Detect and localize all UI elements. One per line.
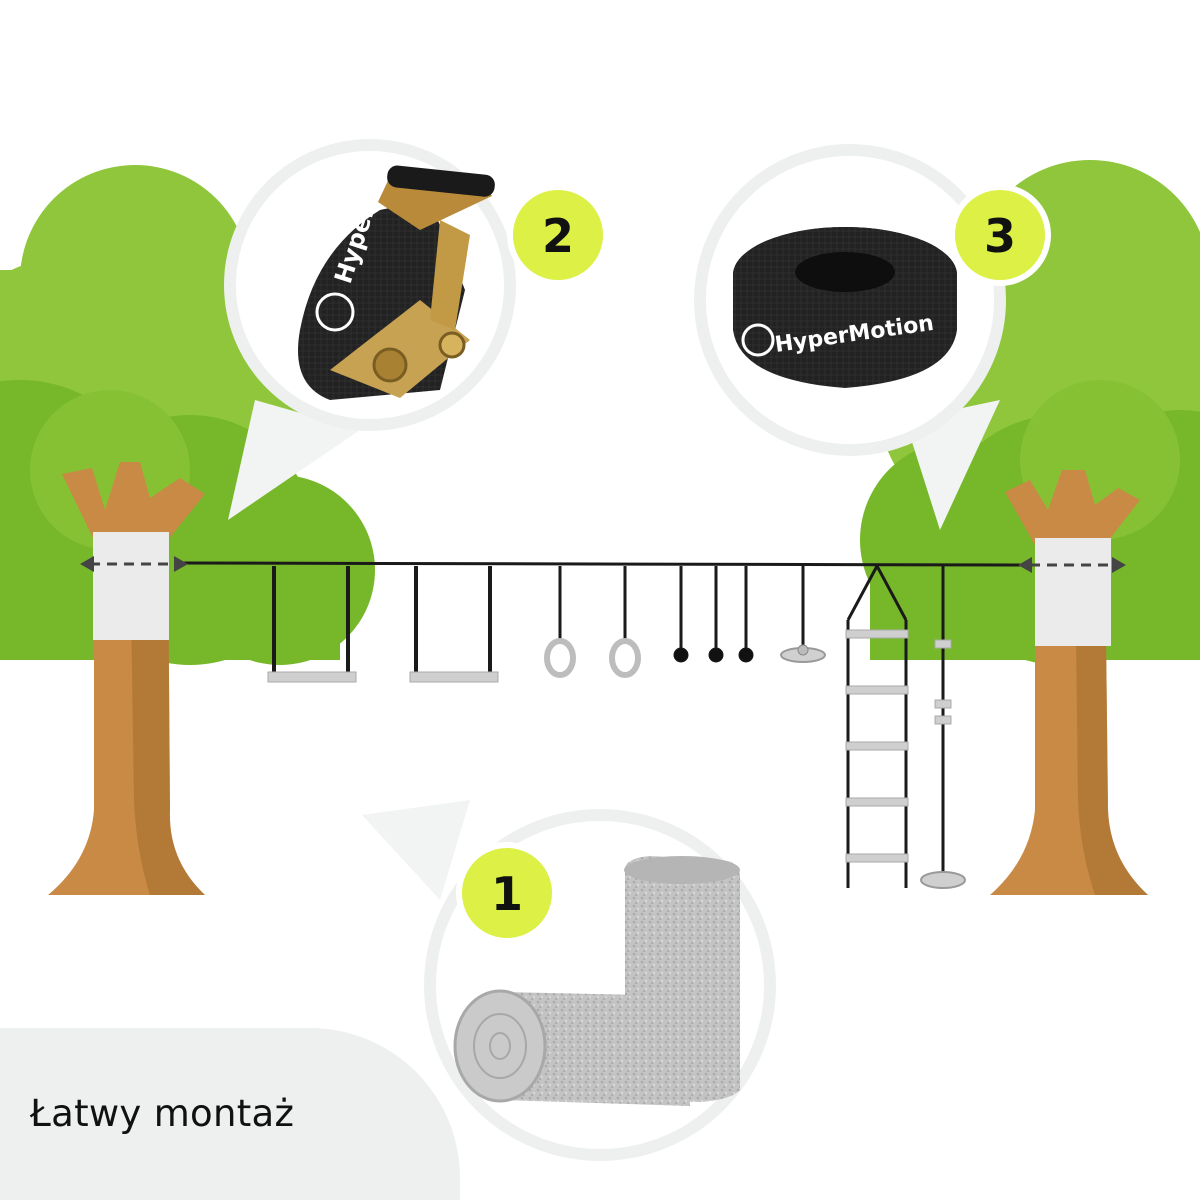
spinning-disc bbox=[780, 566, 826, 663]
caption-text: Łatwy montaż bbox=[30, 1092, 295, 1135]
left-strap-arrow bbox=[80, 556, 188, 572]
trapeze-bar-1 bbox=[267, 566, 357, 683]
climbing-rope-disc bbox=[920, 566, 966, 889]
left-tree-felt-wrap bbox=[93, 532, 169, 640]
badge-1: 1 bbox=[456, 842, 558, 944]
right-tree-felt-wrap bbox=[1035, 538, 1111, 646]
obstacles bbox=[267, 565, 966, 889]
right-strap-arrow bbox=[1018, 557, 1126, 573]
trapeze-bar-2 bbox=[409, 566, 499, 683]
ratchet-tensioner: Hyper bbox=[298, 165, 495, 400]
gym-rings bbox=[544, 566, 641, 678]
badge-3: 3 bbox=[949, 184, 1051, 286]
badge-2-label: 2 bbox=[542, 209, 574, 263]
rope-ladder bbox=[845, 565, 909, 888]
strap-roll: HyperMotion bbox=[733, 227, 957, 388]
left-tree bbox=[0, 165, 375, 895]
badge-2: 2 bbox=[507, 184, 609, 286]
caption-panel bbox=[0, 1028, 460, 1200]
felt-rolls bbox=[453, 856, 740, 1106]
climbing-knots bbox=[673, 566, 754, 663]
badge-3-label: 3 bbox=[984, 209, 1016, 263]
badge-1-label: 1 bbox=[491, 867, 523, 921]
slackline bbox=[179, 561, 1021, 567]
